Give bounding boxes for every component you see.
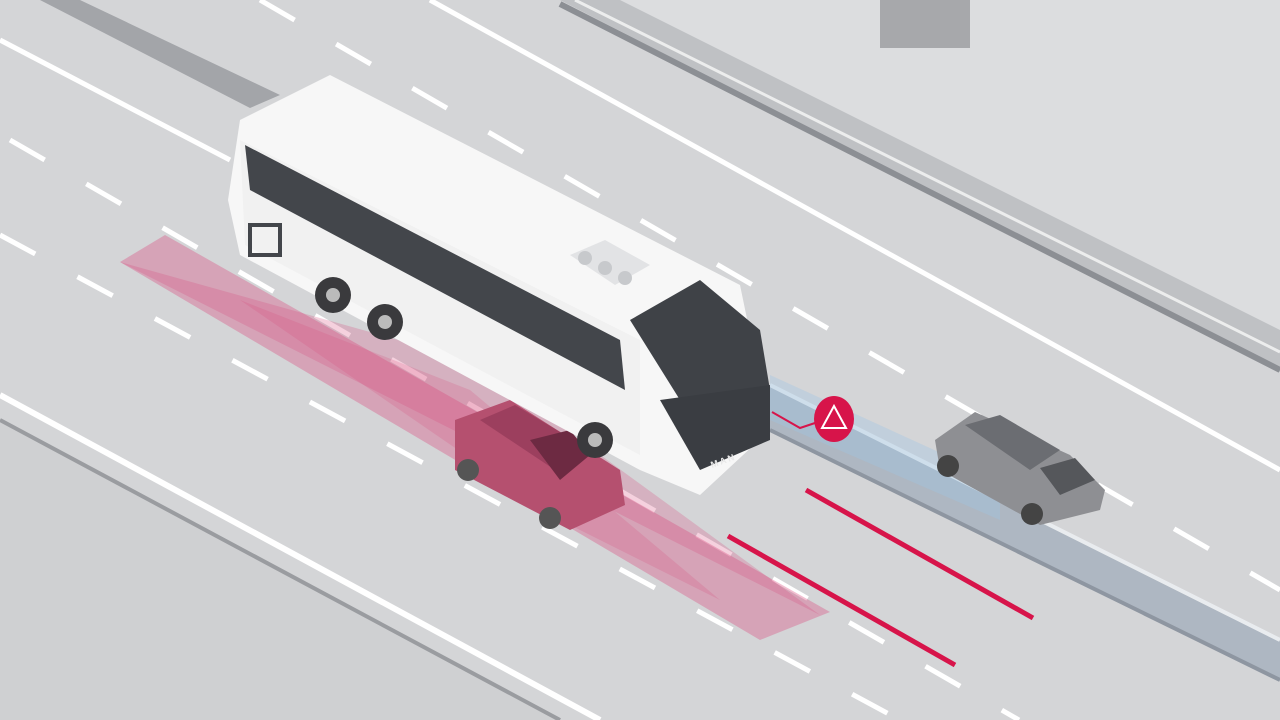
bus: MAN [228, 75, 770, 495]
edge-line-shadow [0, 418, 561, 720]
edge-line [0, 37, 232, 163]
lane-warning-line [804, 487, 1035, 621]
sign-post [880, 0, 970, 48]
warning-triangle-icon [820, 403, 848, 429]
pink-car [455, 400, 625, 530]
top-guardrail [40, 0, 1280, 373]
warning-indicator [771, 396, 854, 442]
lane-warning-line [726, 533, 957, 668]
edge-line [0, 392, 602, 720]
edge-line [428, 0, 1280, 473]
grey-car [935, 412, 1105, 525]
